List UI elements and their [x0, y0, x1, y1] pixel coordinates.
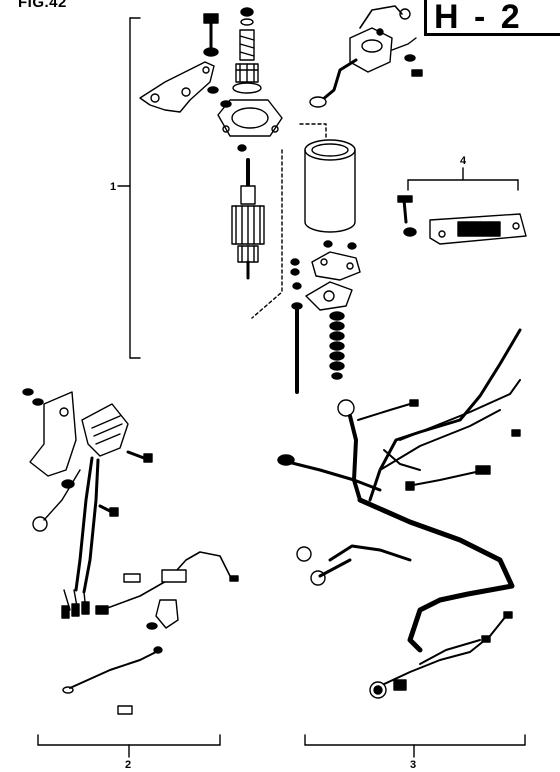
callout-4: 4	[460, 155, 467, 167]
bracket-1	[117, 17, 141, 359]
figure-label: FIG.42	[18, 0, 67, 11]
callout-2: 2	[125, 759, 132, 771]
callout-1: 1	[110, 181, 117, 193]
section-box	[424, 0, 560, 36]
part-3-wiring-harness	[277, 328, 522, 699]
starter-solenoid	[309, 5, 423, 108]
part-4-rectifier	[397, 195, 527, 245]
section-code: H - 2	[434, 0, 523, 36]
callout-3: 3	[410, 759, 417, 771]
bracket-3	[304, 734, 526, 758]
bracket-4	[407, 167, 519, 191]
bracket-2	[37, 734, 221, 758]
part-2-regulator-harness	[22, 388, 239, 715]
starter-motor-assembly	[139, 7, 361, 394]
